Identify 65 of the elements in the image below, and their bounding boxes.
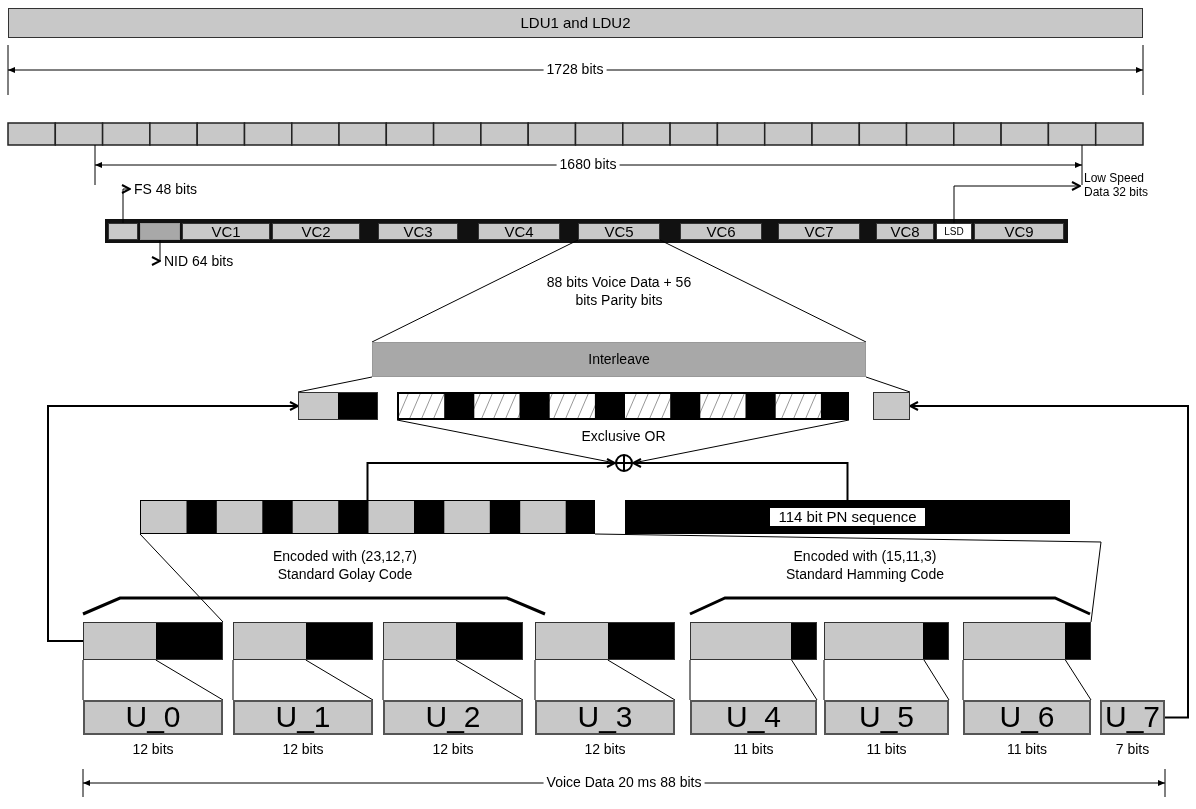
data-block: U_4 (690, 700, 817, 735)
frame-segment: VC4 (478, 223, 560, 240)
frame-segment: LSD (936, 223, 972, 240)
frame-segment: VC5 (578, 223, 660, 240)
arrow (47, 401, 299, 642)
connector-line (82, 659, 224, 701)
frame-segment: VC3 (378, 223, 458, 240)
arrow (909, 401, 1189, 719)
connector-line (689, 659, 818, 701)
frame-segment: VC2 (272, 223, 360, 240)
connector-line (823, 659, 950, 701)
frame-segment: VC6 (680, 223, 762, 240)
data-block: U_7 (1100, 700, 1165, 735)
frame-bar: LDU1 and LDU2 (8, 8, 1143, 38)
annotation-text: NID 64 bits (160, 252, 270, 270)
frame-segment (108, 223, 138, 240)
data-block: U_1 (233, 700, 373, 735)
connector-line (382, 659, 524, 701)
bit-count-label: 11 bits (732, 741, 775, 757)
code-word-block (963, 622, 1091, 660)
data-block: U_0 (83, 700, 223, 735)
frame-segment: VC1 (182, 223, 270, 240)
bit-count-label: 7 bits (1114, 741, 1151, 757)
connector-line (139, 533, 224, 623)
frame-segment: VC8 (876, 223, 934, 240)
xor-symbol (615, 454, 633, 472)
sequence-bar: 114 bit PN sequence (625, 500, 1070, 534)
bit-count-label: 12 bits (281, 741, 325, 757)
bit-count-label: 11 bits (865, 741, 908, 757)
bit-block (298, 392, 378, 420)
code-word-block (690, 622, 817, 660)
bit-count-label: 12 bits (583, 741, 627, 757)
connector-line (594, 533, 1102, 623)
data-block: U_5 (824, 700, 949, 735)
connector-line (371, 239, 867, 343)
arrow (366, 458, 616, 501)
arrow (121, 184, 131, 224)
data-block: U_3 (535, 700, 675, 735)
code-word-bar (140, 500, 595, 534)
frame-segment: VC7 (778, 223, 860, 240)
annotation-text: Encoded with (15,11,3) Standard Hamming Code (785, 547, 945, 583)
arrow (953, 181, 1081, 224)
process-bar: Interleave (372, 342, 866, 377)
data-block: U_2 (383, 700, 523, 735)
bit-count-label: 12 bits (431, 741, 475, 757)
connector-line (865, 376, 911, 393)
bit-block (873, 392, 910, 420)
code-word-block (233, 622, 373, 660)
code-word-block (383, 622, 523, 660)
frame-segment (140, 223, 180, 240)
connector-line (962, 659, 1092, 701)
code-word-block (83, 622, 223, 660)
annotation-text: Low Speed Data 32 bits (1080, 168, 1162, 204)
bit-count-label: 11 bits (1005, 741, 1049, 757)
bit-count-label: 12 bits (131, 741, 175, 757)
annotation-text: FS 48 bits (130, 180, 220, 198)
code-word-block (535, 622, 675, 660)
frame-segment: VC9 (974, 223, 1064, 240)
connector-line (232, 659, 374, 701)
connector-line (534, 659, 676, 701)
annotation-text: Encoded with (23,12,7) Standard Golay Code (272, 547, 418, 583)
code-word-block (824, 622, 949, 660)
arrow (632, 458, 849, 501)
hatched-block (397, 392, 849, 420)
data-block: U_6 (963, 700, 1091, 735)
